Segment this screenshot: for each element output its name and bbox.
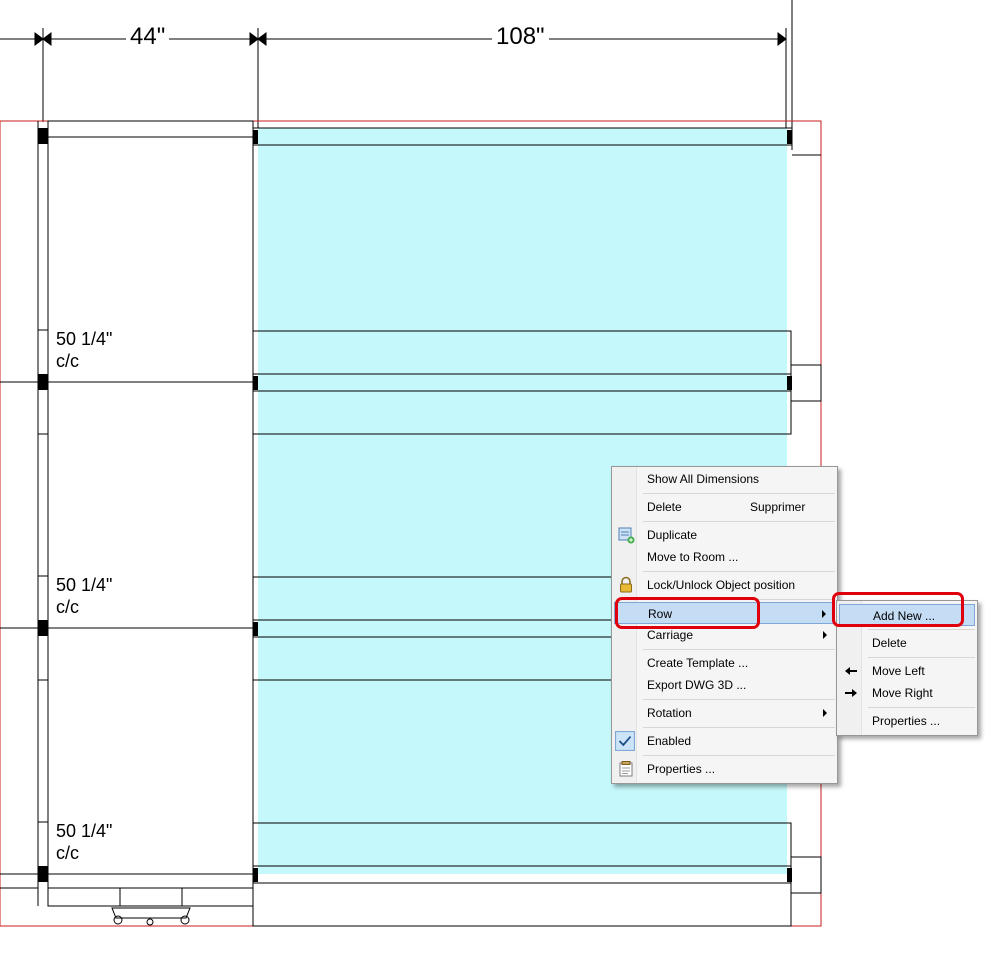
submenu-item-move-left[interactable]: Move Left: [839, 660, 975, 682]
properties-icon: [619, 761, 633, 777]
menu-item-label: Delete: [872, 636, 907, 650]
post-markers: [38, 128, 792, 882]
menu-item-carriage[interactable]: Carriage: [614, 624, 835, 646]
row-spacing-value: 50 1/4": [56, 575, 113, 595]
menu-item-label: Lock/Unlock Object position: [647, 578, 796, 592]
row-callout-highlight: [615, 597, 760, 629]
menu-item-properties[interactable]: Properties ...: [614, 758, 835, 780]
submenu-arrow-icon: [823, 631, 827, 639]
menu-item-label: Properties ...: [872, 714, 941, 728]
menu-item-label: Properties ...: [647, 762, 716, 776]
menu-item-rotation[interactable]: Rotation: [614, 702, 835, 724]
dimension-label-108: 108": [492, 24, 549, 50]
menu-item-label: Export DWG 3D ...: [647, 678, 747, 692]
menu-item-delete[interactable]: Delete Supprimer: [614, 496, 835, 518]
row-spacing-value: 50 1/4": [56, 329, 113, 349]
dimension-label-44: 44": [126, 24, 170, 50]
row-submenu: Add New ... Delete Move Left Move Right …: [836, 600, 978, 736]
check-icon: [615, 731, 635, 751]
context-menu: Show All Dimensions Delete Supprimer Dup…: [611, 466, 838, 784]
menu-item-label: Move Left: [872, 664, 925, 678]
row-spacing-unit: c/c: [56, 597, 80, 617]
submenu-item-properties[interactable]: Properties ...: [839, 710, 975, 732]
row-spacing-unit: c/c: [56, 843, 80, 863]
arrow-right-icon: [845, 689, 857, 697]
duplicate-icon: [618, 527, 635, 544]
submenu-arrow-icon: [822, 610, 826, 618]
menu-item-lock-unlock[interactable]: Lock/Unlock Object position: [614, 574, 835, 596]
menu-item-show-all-dimensions[interactable]: Show All Dimensions: [614, 468, 835, 490]
row-spacing-label: 50 1/4" c/c: [56, 328, 112, 372]
submenu-item-move-right[interactable]: Move Right: [839, 682, 975, 704]
lock-icon: [620, 576, 632, 593]
menu-item-duplicate[interactable]: Duplicate: [614, 524, 835, 546]
menu-item-label: Enabled: [647, 734, 692, 748]
menu-item-shortcut: Supprimer: [750, 500, 806, 514]
menu-item-row[interactable]: Row: [614, 602, 835, 624]
row-spacing-label: 50 1/4" c/c: [56, 574, 112, 618]
submenu-item-delete[interactable]: Delete: [839, 632, 975, 654]
menu-item-label: Delete: [647, 500, 682, 514]
row-spacing-value: 50 1/4": [56, 821, 113, 841]
row-spacing-label: 50 1/4" c/c: [56, 820, 112, 864]
row-spacing-unit: c/c: [56, 351, 80, 371]
menu-item-label: Add New ...: [873, 609, 936, 623]
menu-item-label: Rotation: [647, 706, 692, 720]
menu-item-enabled[interactable]: Enabled: [614, 730, 835, 752]
menu-item-export-dwg-3d[interactable]: Export DWG 3D ...: [614, 674, 835, 696]
menu-item-label: Move Right: [872, 686, 933, 700]
menu-item-label: Duplicate: [647, 528, 698, 542]
menu-item-label: Move to Room ...: [647, 550, 739, 564]
menu-item-move-to-room[interactable]: Move to Room ...: [614, 546, 835, 568]
rack-column-44: [47, 120, 254, 907]
arrow-left-icon: [845, 667, 857, 675]
add-new-callout-highlight: [832, 592, 964, 627]
submenu-arrow-icon: [823, 709, 827, 717]
menu-item-label: Carriage: [647, 628, 694, 642]
menu-item-create-template[interactable]: Create Template ...: [614, 652, 835, 674]
menu-item-label: Create Template ...: [647, 656, 749, 670]
menu-item-label: Row: [648, 607, 673, 621]
menu-item-label: Show All Dimensions: [647, 472, 760, 486]
